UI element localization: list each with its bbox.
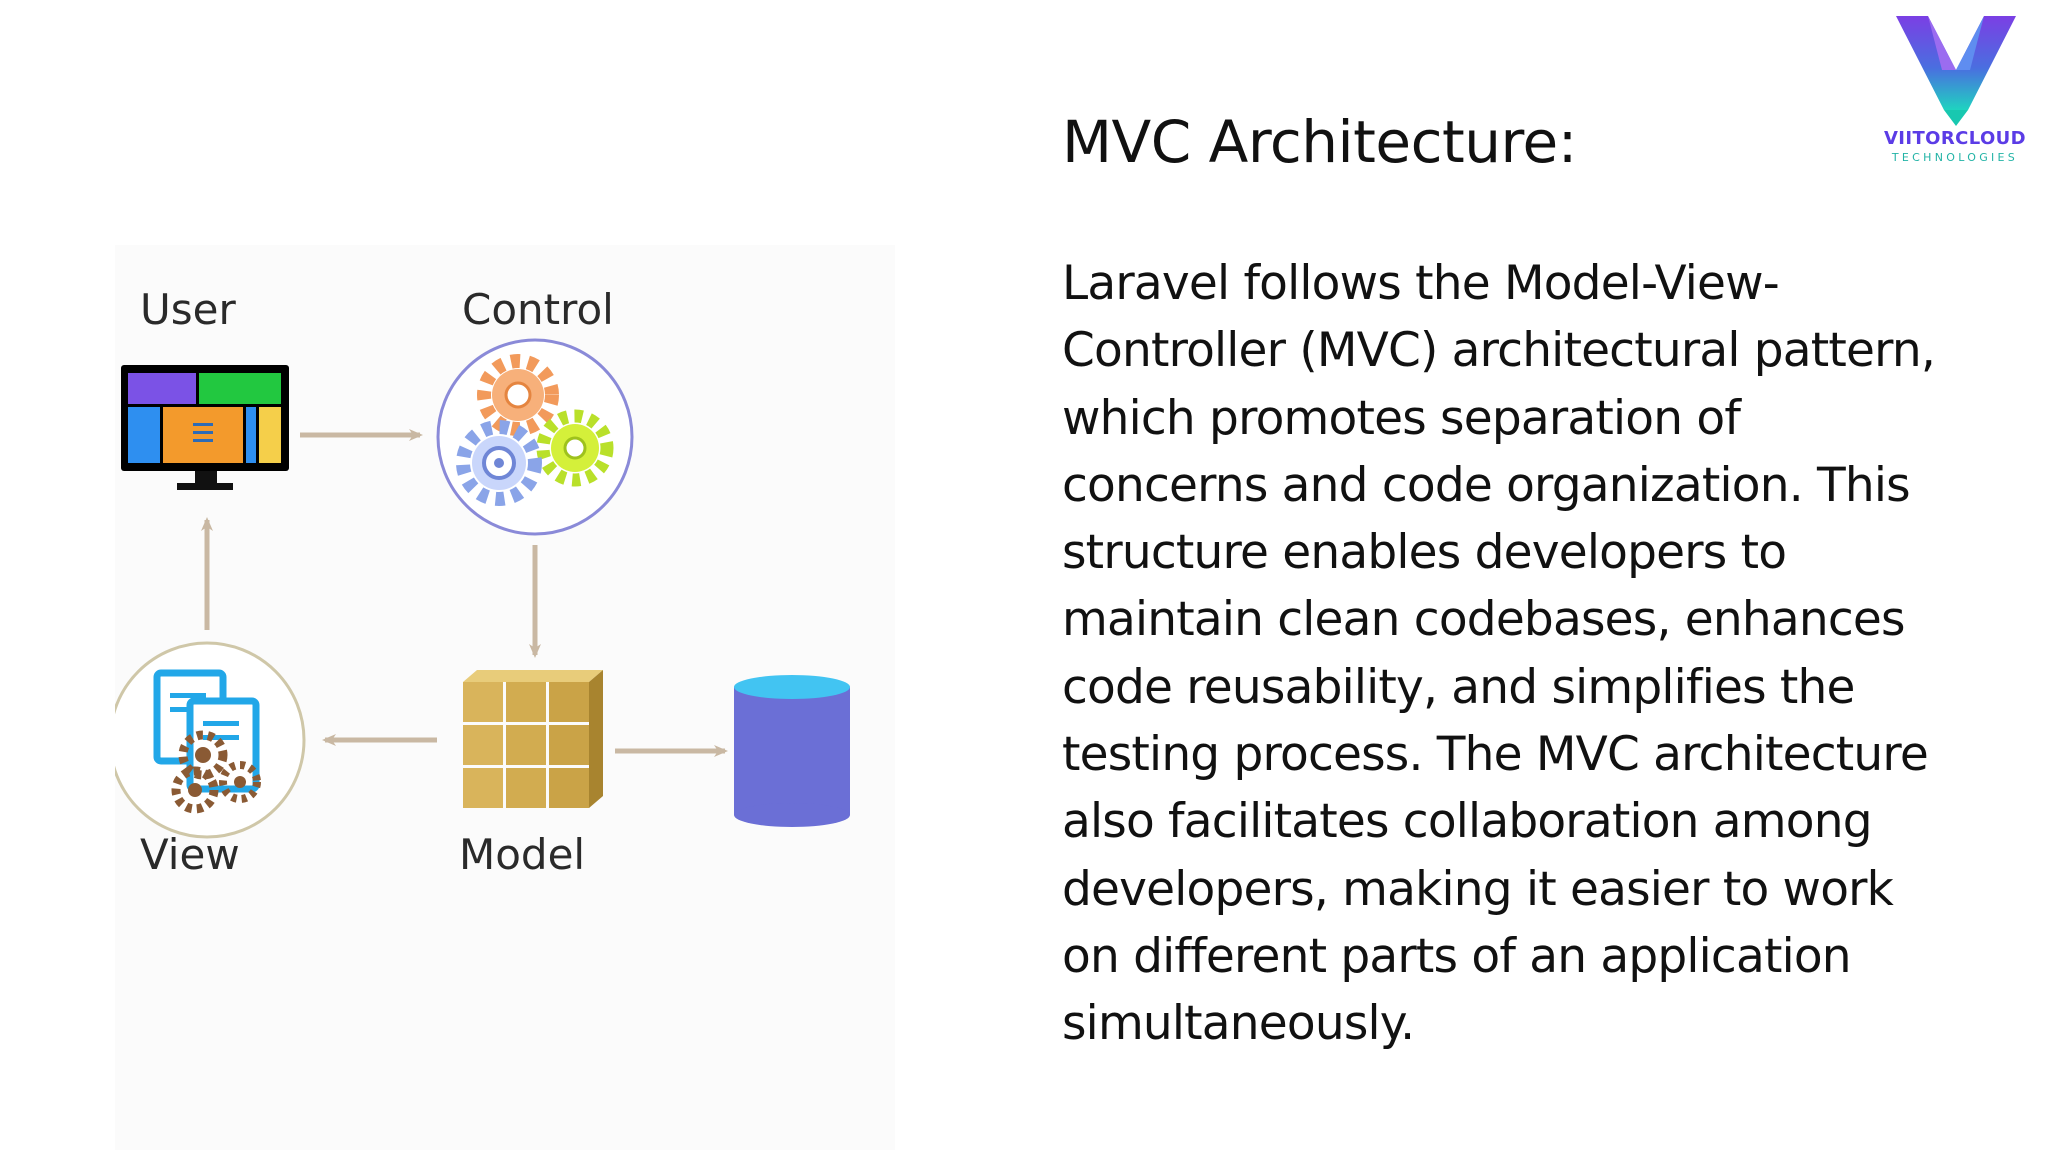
description-line: Controller (MVC) architectural pattern, [1062, 323, 1936, 379]
description-line: testing process. The MVC architecture [1062, 727, 1929, 783]
viitorcloud-v-logo-icon [1896, 16, 2016, 126]
brand-tagline: TECHNOLOGIES [1891, 151, 2019, 164]
brand-name: VIITORCLOUD [1883, 128, 2027, 149]
description-line: simultaneously. [1062, 996, 1415, 1052]
cube-grid-icon [463, 670, 603, 808]
description-line: also facilitates collaboration among [1062, 794, 1873, 850]
user-label: User [140, 285, 236, 334]
description-line: maintain clean codebases, enhances [1062, 592, 1905, 648]
description-line: which promotes separation of [1062, 390, 1741, 446]
description-line: concerns and code organization. This [1062, 457, 1911, 513]
description-paragraph: Laravel follows the Model-View- Controll… [1062, 250, 2022, 1058]
mvc-diagram [115, 338, 850, 839]
database-cylinder-icon [734, 675, 850, 827]
description-line: structure enables developers to [1062, 525, 1787, 581]
description-line: on different parts of an application [1062, 928, 1852, 984]
description-line: Laravel follows the Model-View- [1062, 256, 1780, 311]
mvc-diagram-panel: User Control View Model [115, 245, 895, 1150]
monitor-icon [121, 365, 289, 490]
description-line: code reusability, and simplifies the [1062, 659, 1855, 715]
page-title: MVC Architecture: [1062, 108, 1577, 176]
view-label: View [140, 830, 240, 879]
documents-gears-icon [115, 641, 306, 839]
gears-icon [436, 338, 634, 536]
model-label: Model [459, 830, 586, 879]
control-label: Control [462, 285, 614, 334]
description-line: developers, making it easier to work [1062, 861, 1894, 917]
